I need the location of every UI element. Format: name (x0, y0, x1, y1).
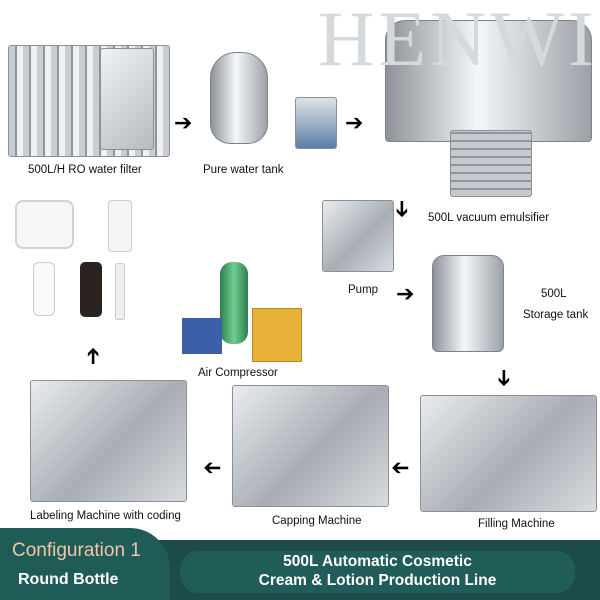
bottle-type-label: Round Bottle (18, 571, 119, 588)
jar-image (15, 200, 74, 249)
label-emulsifier: 500L vacuum emulsifier (428, 212, 550, 224)
pump-image (322, 200, 394, 272)
amber-bottle-image (80, 262, 102, 317)
ro-control-panel (100, 48, 154, 150)
arrow-right-icon: ➔ (174, 110, 193, 135)
air-tank-image (220, 262, 248, 344)
pure-water-tank-image (210, 52, 268, 144)
compressor-image (252, 308, 302, 362)
labeling-machine-image (30, 380, 187, 502)
label-storage-tank: Storage tank (523, 309, 589, 321)
title-pill (180, 551, 575, 593)
title-line-1: 500L Automatic Cosmetic (283, 553, 472, 570)
arrow-left-icon: ➔ (203, 456, 222, 481)
dryer-image (182, 318, 222, 354)
filling-machine-image (420, 395, 597, 512)
storage-tank-image (432, 255, 504, 352)
dropper-image (115, 263, 125, 320)
arrow-left-icon: ➔ (391, 456, 410, 481)
capping-machine-image (232, 385, 389, 507)
arrow-up-icon: ➔ (80, 346, 106, 366)
arrow-down-icon: ➔ (492, 368, 518, 388)
emulsifier-stairs (450, 130, 532, 197)
small-filter-unit-image (295, 97, 337, 149)
configuration-tab (0, 528, 170, 600)
label-labeling: Labeling Machine with coding (30, 510, 181, 522)
white-bottle-image (33, 262, 55, 316)
brand-watermark: HENWI (318, 0, 598, 82)
label-pump: Pump (348, 284, 379, 296)
label-ro-filter: 500L/H RO water filter (28, 164, 142, 176)
label-storage-size: 500L (541, 288, 567, 300)
vacuum-emulsifier-image (385, 20, 592, 142)
title-line-2: Cream & Lotion Production Line (258, 572, 497, 589)
arrow-right-icon: ➔ (396, 281, 415, 306)
arrow-down-icon: ➔ (390, 199, 416, 219)
label-compressor: Air Compressor (198, 367, 278, 379)
label-filling: Filling Machine (478, 518, 555, 530)
label-capping: Capping Machine (272, 515, 362, 527)
configuration-label: Configuration 1 (12, 540, 141, 561)
pump-bottle-image (108, 200, 132, 252)
arrow-right-icon: ➔ (345, 110, 364, 135)
label-pure-tank: Pure water tank (203, 164, 284, 176)
